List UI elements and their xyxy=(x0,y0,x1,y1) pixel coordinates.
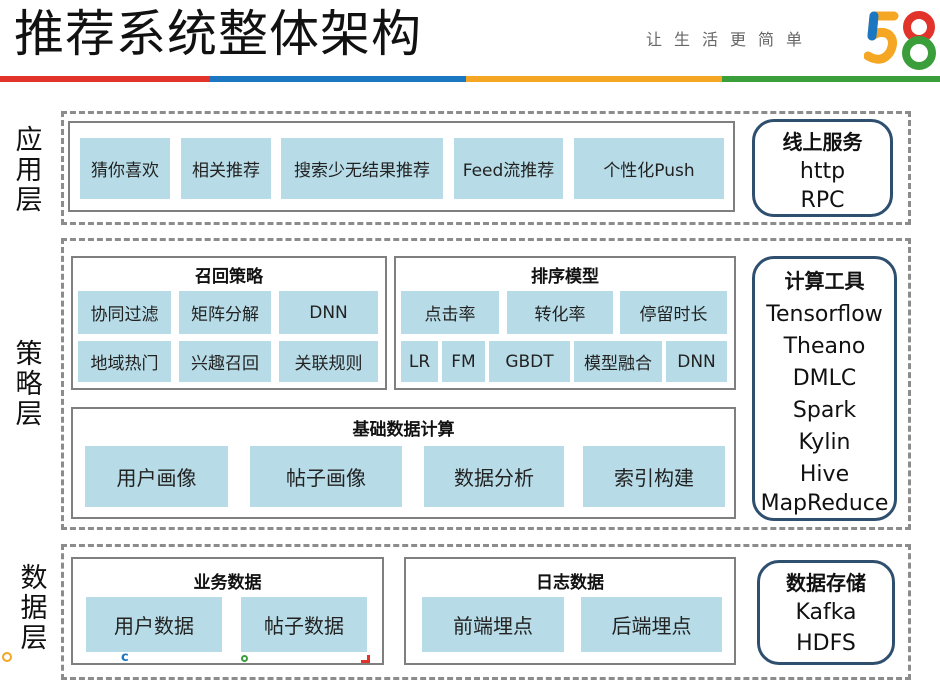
compute-tools-title: 计算工具 xyxy=(784,269,865,293)
business-data-title: 业务数据 xyxy=(193,573,262,593)
compute-tool: Spark xyxy=(792,398,857,423)
app-layer-frame xyxy=(61,111,911,225)
green-dot-mark xyxy=(241,655,248,662)
layer-label-data: 数据层 xyxy=(20,563,48,654)
recall-item: 协同过滤 xyxy=(78,291,171,334)
blue-corner-mark: c xyxy=(121,650,129,665)
compute-tools-box: 计算工具 Tensorflow Theano DMLC Spark Kylin … xyxy=(752,256,897,521)
recall-item: 兴趣召回 xyxy=(179,341,271,382)
base-data-item: 用户画像 xyxy=(85,446,228,507)
recall-title: 召回策略 xyxy=(195,267,263,287)
base-data-item: 索引构建 xyxy=(583,446,725,507)
stripe-blue xyxy=(210,76,466,82)
data-storage-line: HDFS xyxy=(796,631,856,656)
log-data-item: 后端埋点 xyxy=(581,597,722,652)
business-data-item: 用户数据 xyxy=(86,597,222,652)
ranking-model: DNN xyxy=(666,341,727,382)
compute-tool: MapReduce xyxy=(760,491,889,516)
strategy-layer-frame xyxy=(61,238,911,530)
base-data-item: 数据分析 xyxy=(424,446,564,507)
business-data-item: 帖子数据 xyxy=(241,597,367,652)
stripe-red xyxy=(0,76,210,82)
log-data-item: 前端埋点 xyxy=(422,597,564,652)
slogan: 让生活更简单 xyxy=(646,30,815,49)
online-service-line: RPC xyxy=(800,188,845,213)
recall-item: 关联规则 xyxy=(279,341,378,382)
app-item: 猜你喜欢 xyxy=(80,138,170,199)
layer-label-strategy: 策略层 xyxy=(15,339,43,430)
ranking-model: FM xyxy=(442,341,485,382)
app-item: 个性化Push xyxy=(574,138,724,199)
ranking-metric: 停留时长 xyxy=(620,291,727,334)
app-item: 搜索少无结果推荐 xyxy=(281,138,443,199)
stripe-green xyxy=(722,76,940,82)
compute-tool: Tensorflow xyxy=(766,302,883,327)
compute-tool: DMLC xyxy=(792,366,857,391)
online-service-line: http xyxy=(799,159,846,184)
page-title: 推荐系统整体架构 xyxy=(14,5,422,63)
data-storage-box: 数据存储 Kafka HDFS xyxy=(757,560,895,665)
compute-tool: Hive xyxy=(799,462,850,487)
orange-circle-mark xyxy=(2,652,12,662)
ranking-model: LR xyxy=(401,341,438,382)
ranking-title: 排序模型 xyxy=(531,267,599,287)
layer-label-app: 应用层 xyxy=(15,125,43,216)
data-layer-frame xyxy=(61,544,911,680)
red-corner-mark xyxy=(361,655,370,663)
base-data-item: 帖子画像 xyxy=(250,446,402,507)
stripe-orange xyxy=(466,76,722,82)
data-storage-title: 数据存储 xyxy=(786,571,866,595)
data-storage-line: Kafka xyxy=(795,600,857,625)
brand-logo xyxy=(864,11,936,70)
ranking-model: GBDT xyxy=(489,341,570,382)
log-data-title: 日志数据 xyxy=(536,573,604,593)
header-color-stripe xyxy=(0,76,940,82)
app-item: 相关推荐 xyxy=(181,138,271,199)
compute-tool: Kylin xyxy=(798,430,851,455)
recall-item: 地域热门 xyxy=(78,341,171,382)
compute-tool: Theano xyxy=(783,334,866,359)
ranking-metric: 转化率 xyxy=(507,291,613,334)
online-service-title: 线上服务 xyxy=(782,130,863,154)
online-service-box: 线上服务 http RPC xyxy=(752,119,893,217)
recall-item: 矩阵分解 xyxy=(179,291,271,334)
base-data-title: 基础数据计算 xyxy=(352,420,455,440)
ranking-model: 模型融合 xyxy=(574,341,662,382)
recall-item: DNN xyxy=(279,291,378,334)
ranking-metric: 点击率 xyxy=(401,291,499,334)
app-item: Feed流推荐 xyxy=(454,138,563,199)
